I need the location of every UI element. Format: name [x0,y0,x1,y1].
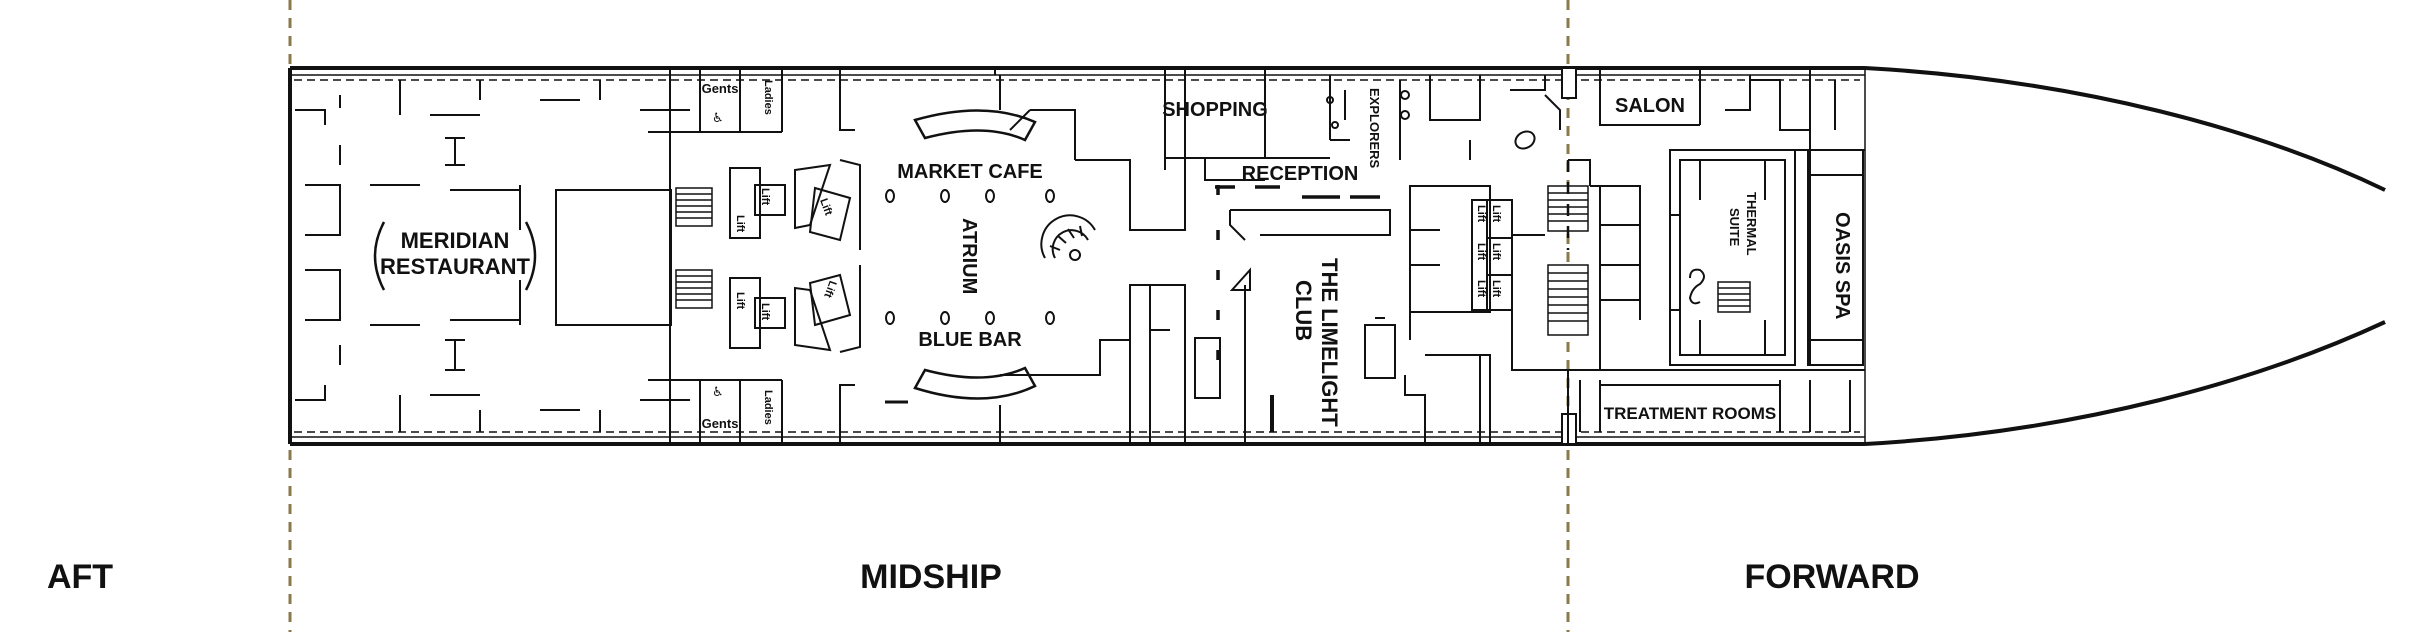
forward-lift-area [1409,185,1568,371]
hull-outline [288,66,2386,446]
reception-walls [1216,157,1391,360]
market-cafe-label: MARKET CAFE [897,161,1043,183]
lift-label-11: Lift [1475,243,1487,260]
section-label-forward: FORWARD [1744,558,1919,596]
limelight-label-line1: THE LIMELIGHT [1317,258,1342,427]
thermal-pool-icon [1688,268,1705,305]
explorers-label: EXPLORERS [1367,88,1382,169]
shopping-walls [1164,67,1266,181]
atrium-pillars [885,189,1055,325]
shopping-label: SHOPPING [1162,99,1268,121]
toilets-block-walls [648,68,783,444]
forward-stairwell-marker-top [1561,67,1577,99]
spiral-staircase [1040,214,1096,261]
treatment-rooms-label: TREATMENT ROOMS [1604,404,1777,423]
meridian-brackets [373,221,537,291]
reception-desk [1215,185,1380,199]
lift-label-4: Lift [759,303,771,320]
section-label-midship: MIDSHIP [860,558,1002,596]
hull-inner-edge [290,68,1866,444]
meridian-label-line2: RESTAURANT [380,254,530,279]
lift-label-2: Lift [734,215,746,232]
ladies-label-bottom: Ladies [762,390,774,425]
market-cafe-counter [913,109,1037,142]
accessible-toilet-icon-top: ♿ [712,110,724,125]
treatment-rooms-walls [1567,370,1851,444]
oasis-spa-label: OASIS SPA [1831,212,1853,319]
lift-label-10: Lift [1475,205,1487,222]
lift-label-1: Lift [759,188,771,205]
section-label-aft: AFT [47,558,113,596]
atrium-label: ATRIUM [958,218,980,294]
atrium-walls [839,68,1186,444]
thermal-suite-walls [1669,149,1811,366]
ladies-label-top: Ladies [762,80,774,115]
meridian-label-line1: MERIDIAN [401,228,510,253]
column-markers [445,137,465,371]
reception-label: RECEPTION [1242,163,1359,185]
lift-label-5: Lift [817,197,834,217]
limelight-label-line2: CLUB [1291,280,1316,341]
aft-staircase-bottom [675,269,713,309]
lift-label-12: Lift [1475,280,1487,297]
accessible-toilet-icon-bottom: ♿ [712,384,724,399]
salon-label: SALON [1615,95,1685,117]
lift-label-9: Lift [1490,280,1502,297]
lift-shafts [729,159,861,353]
galley-block [555,189,672,326]
lift-label-8: Lift [1490,243,1502,260]
oasis-spa-walls [1807,149,1864,366]
blue-bar-label: BLUE BAR [918,329,1022,351]
forward-corridor-walls [1429,75,1865,371]
forward-staircase-bottom [1547,264,1589,336]
blue-bar-counter [913,366,1037,400]
aft-staircase-top [675,187,713,227]
lift-label-7: Lift [1490,205,1502,222]
lift-label-6: Lift [821,279,838,299]
limelight-club-walls [1129,285,1491,444]
meridian-restaurant-walls [295,80,690,432]
thermal-suite-label-line2: SUITE [1727,208,1742,247]
thermal-staircase [1717,281,1751,313]
gents-label-top: Gents [702,81,739,96]
explorers-walls [1326,75,1410,160]
lift-label-3: Lift [734,292,746,309]
gents-label-bottom: Gents [702,416,739,431]
thermal-suite-label-line1: THERMAL [1744,192,1759,256]
